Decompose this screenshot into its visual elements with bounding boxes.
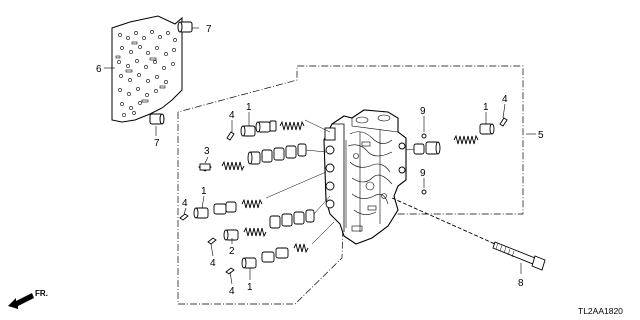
diagram-code: TL2AA1820 bbox=[578, 306, 623, 316]
callout-5: 5 bbox=[538, 130, 544, 141]
mounting-bolt bbox=[391, 197, 546, 271]
valve-body bbox=[323, 109, 407, 245]
callout-4-a: 4 bbox=[229, 110, 235, 121]
callout-9-b: 9 bbox=[420, 168, 426, 179]
callout-7-top: 7 bbox=[206, 24, 212, 35]
callout-1-c: 1 bbox=[247, 282, 253, 293]
front-direction-label: FR. bbox=[35, 289, 48, 298]
callout-1-a: 1 bbox=[246, 102, 252, 113]
callout-4-c: 4 bbox=[210, 258, 216, 269]
valve-stack-row-c bbox=[179, 198, 263, 221]
alignment-pin-top bbox=[177, 21, 193, 33]
callout-9-a: 9 bbox=[420, 106, 426, 117]
valve-stack-row-b bbox=[198, 143, 307, 172]
callout-4-b: 4 bbox=[182, 198, 188, 209]
valve-stack-row-a bbox=[226, 120, 305, 141]
callout-2: 2 bbox=[229, 246, 235, 257]
alignment-pin-bottom bbox=[149, 113, 165, 125]
check-ball-upper bbox=[421, 133, 427, 139]
callout-4-d: 4 bbox=[229, 286, 235, 297]
leader-lines bbox=[104, 27, 536, 285]
callout-4-e: 4 bbox=[502, 94, 508, 105]
callout-1-b: 1 bbox=[201, 186, 207, 197]
valve-stack-row-d bbox=[207, 209, 315, 245]
callout-7-bottom: 7 bbox=[154, 138, 160, 149]
valve-stack-row-e bbox=[225, 242, 309, 275]
valve-stack-right bbox=[413, 117, 508, 155]
separator-plate bbox=[111, 15, 193, 125]
check-ball-lower bbox=[421, 189, 427, 195]
callout-1-d: 1 bbox=[483, 102, 489, 113]
callout-6: 6 bbox=[96, 64, 102, 75]
callout-3: 3 bbox=[204, 146, 210, 157]
callout-8: 8 bbox=[518, 278, 524, 289]
front-direction-arrow: FR. bbox=[8, 289, 48, 309]
